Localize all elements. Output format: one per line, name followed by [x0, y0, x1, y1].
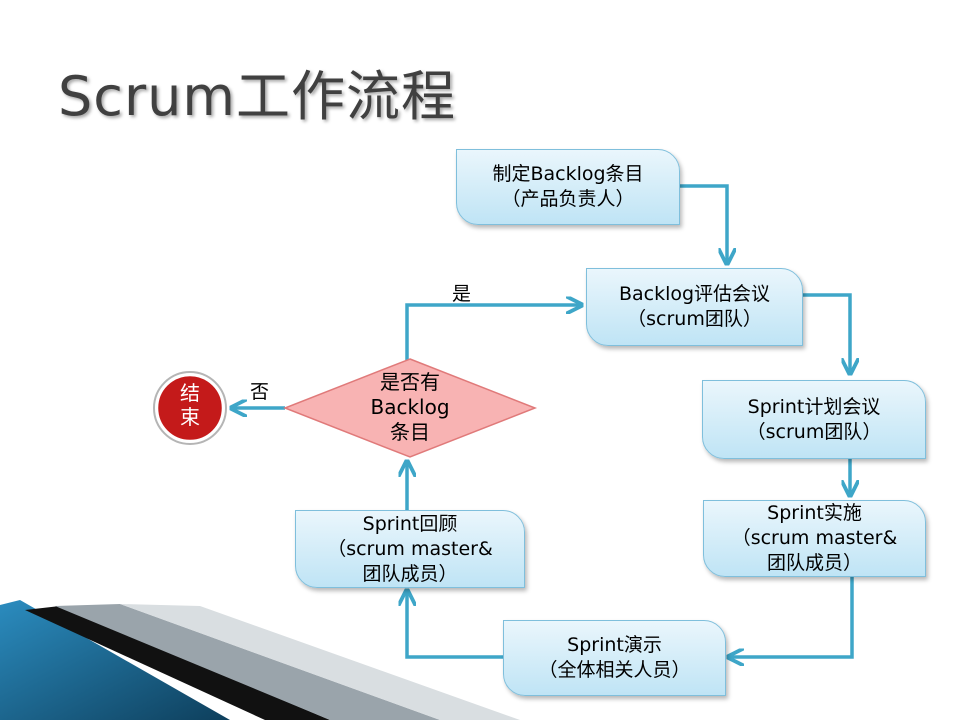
- end-label: 结 束: [154, 381, 226, 429]
- corner-light-swoosh: [120, 604, 520, 720]
- node-sprint-demo-role: （全体相关人员）: [538, 659, 691, 681]
- node-sprint-retro-role-1: （scrum master&: [327, 537, 493, 560]
- edge-label-yes: 是: [452, 283, 472, 305]
- node-sprint-demo-title: Sprint演示: [567, 634, 662, 656]
- end-label-line-2: 束: [180, 405, 200, 429]
- end-label-line-1: 结: [180, 381, 200, 405]
- node-sprint-demo: Sprint演示 （全体相关人员）: [503, 620, 726, 696]
- node-sprint-planning-title: Sprint计划会议: [747, 395, 881, 418]
- node-backlog-create: 制定Backlog条目 （产品负责人）: [456, 149, 680, 225]
- corner-black-swoosh: [25, 606, 330, 720]
- node-sprint-retro-title: Sprint回顾: [362, 512, 458, 535]
- edge-label-no: 否: [250, 381, 270, 403]
- node-sprint-retro-role-2: 团队成员）: [362, 562, 458, 585]
- arrow-create-to-review: [680, 184, 727, 262]
- node-backlog-create-role: （产品负责人）: [501, 188, 635, 210]
- arrow-review-to-planning: [803, 293, 850, 372]
- node-sprint-planning-role: （scrum团队）: [746, 420, 882, 443]
- arrow-demo-to-retro: [407, 592, 503, 659]
- node-backlog-review-title: Backlog评估会议: [618, 283, 771, 305]
- node-backlog-review: Backlog评估会议 （scrum团队）: [586, 268, 803, 346]
- decision-label-line-2: Backlog: [370, 395, 450, 419]
- end-terminal-shadow-ring: [153, 371, 227, 445]
- node-sprint-planning: Sprint计划会议 （scrum团队）: [702, 380, 926, 459]
- decision-label-line-1: 是否有: [380, 370, 440, 394]
- node-sprint-execution: Sprint实施 （scrum master& 团队成员）: [703, 500, 926, 577]
- node-sprint-retro: Sprint回顾 （scrum master& 团队成员）: [295, 510, 525, 588]
- end-terminal: [155, 373, 225, 443]
- arrow-execution-to-demo: [730, 577, 854, 657]
- decision-diamond: [282, 358, 538, 458]
- node-backlog-review-role: （scrum团队）: [627, 308, 762, 330]
- slide-title: Scrum工作流程: [58, 65, 456, 128]
- node-sprint-execution-role-1: （scrum master&: [731, 527, 898, 549]
- corner-gray-swoosh: [55, 604, 440, 720]
- node-sprint-execution-role-2: 团队成员）: [766, 552, 862, 574]
- arrow-decision-yes-to-review: [405, 305, 580, 360]
- decision-label: 是否有 Backlog 条目: [330, 370, 490, 445]
- corner-blue-band: [0, 600, 230, 720]
- decision-label-line-3: 条目: [390, 420, 430, 444]
- node-sprint-execution-title: Sprint实施: [767, 502, 862, 524]
- node-backlog-create-title: 制定Backlog条目: [492, 163, 644, 185]
